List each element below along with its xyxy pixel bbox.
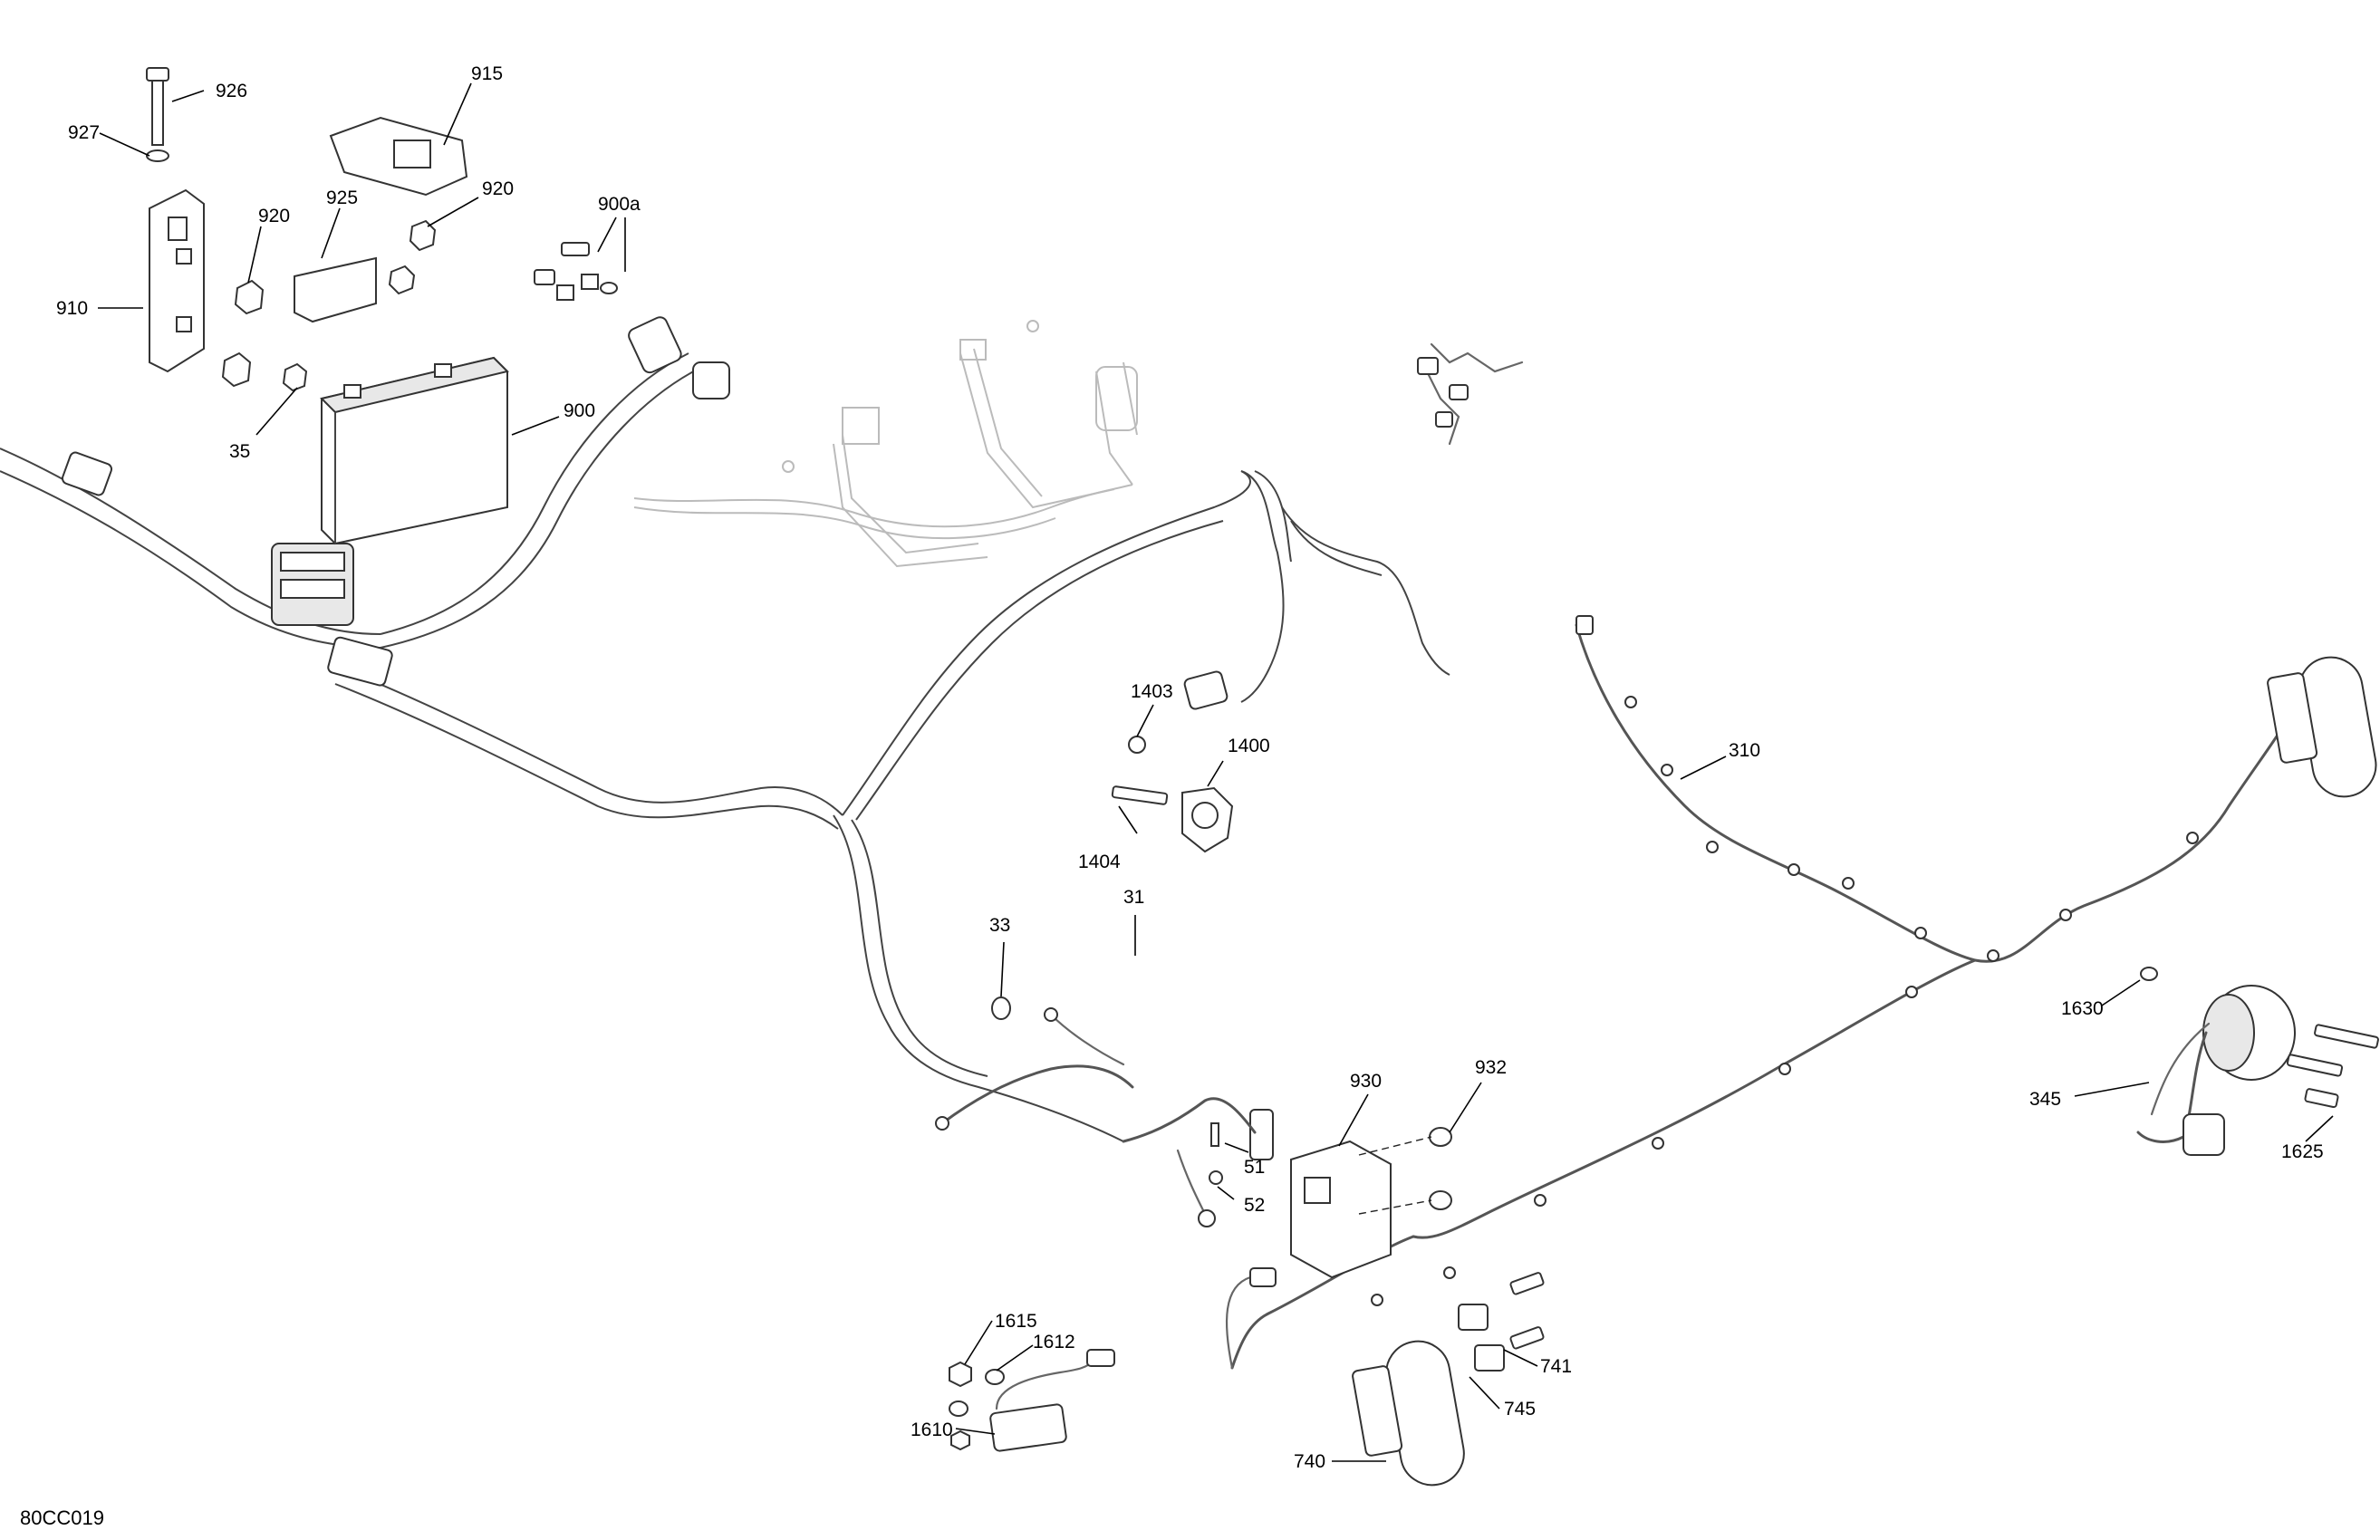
callout-leaders [98, 82, 2334, 1462]
callout-35: 35 [229, 441, 250, 462]
callout-910: 910 [56, 298, 88, 319]
callout-1404: 1404 [1078, 852, 1121, 872]
nuts-920-35 [221, 219, 437, 392]
callout-310: 310 [1729, 740, 1760, 761]
callout-labels: 926 927 915 925 920 920 900a 910 35 900 … [20, 63, 2324, 1529]
battery-bracket [149, 188, 205, 373]
ground-wire-33 [935, 996, 1134, 1131]
callout-932: 932 [1475, 1057, 1507, 1078]
callout-1615: 1615 [995, 1311, 1037, 1332]
buzzer-345 [2136, 967, 2379, 1156]
callout-1400: 1400 [1228, 736, 1270, 756]
module-1610 [949, 1349, 1115, 1452]
callout-741: 741 [1540, 1356, 1572, 1377]
hardware-900a [534, 242, 618, 301]
callout-745: 745 [1504, 1399, 1536, 1420]
frame-outline-ghost [633, 320, 1138, 568]
callout-930: 930 [1350, 1071, 1382, 1092]
callout-1403: 1403 [1131, 681, 1173, 702]
callout-1630: 1630 [2061, 998, 2104, 1019]
callout-920-right: 920 [482, 178, 514, 199]
tail-light-left [1352, 1272, 1545, 1487]
callout-1612: 1612 [1033, 1332, 1075, 1352]
bolt-926 [146, 67, 169, 162]
callout-925: 925 [326, 188, 358, 208]
callout-740: 740 [1294, 1451, 1325, 1472]
callout-900a: 900a [598, 194, 641, 215]
callout-900: 900 [564, 400, 595, 421]
diagram-code: 80CC019 [20, 1506, 104, 1529]
tail-light-right [2267, 656, 2377, 798]
bracket-925 [294, 256, 377, 323]
main-harness [0, 316, 1450, 1142]
remote-connector-cluster [1417, 342, 1524, 446]
callout-52: 52 [1244, 1195, 1265, 1216]
callout-33: 33 [989, 915, 1010, 936]
callout-927: 927 [68, 122, 100, 143]
callout-1610: 1610 [911, 1420, 953, 1440]
callout-1625: 1625 [2281, 1141, 2324, 1162]
callout-31: 31 [1123, 887, 1144, 908]
callout-920-left: 920 [258, 206, 290, 226]
sensor-1400 [1111, 670, 1234, 853]
callout-345: 345 [2029, 1089, 2061, 1110]
callout-915: 915 [471, 63, 503, 84]
cable-51-52 [1122, 1097, 1257, 1227]
callout-926: 926 [216, 81, 247, 101]
ecm-connector [271, 543, 393, 687]
battery [320, 356, 509, 545]
regulator-930 [1249, 1109, 1452, 1279]
callout-51: 51 [1244, 1157, 1265, 1178]
terminal-cover-915 [329, 116, 468, 197]
